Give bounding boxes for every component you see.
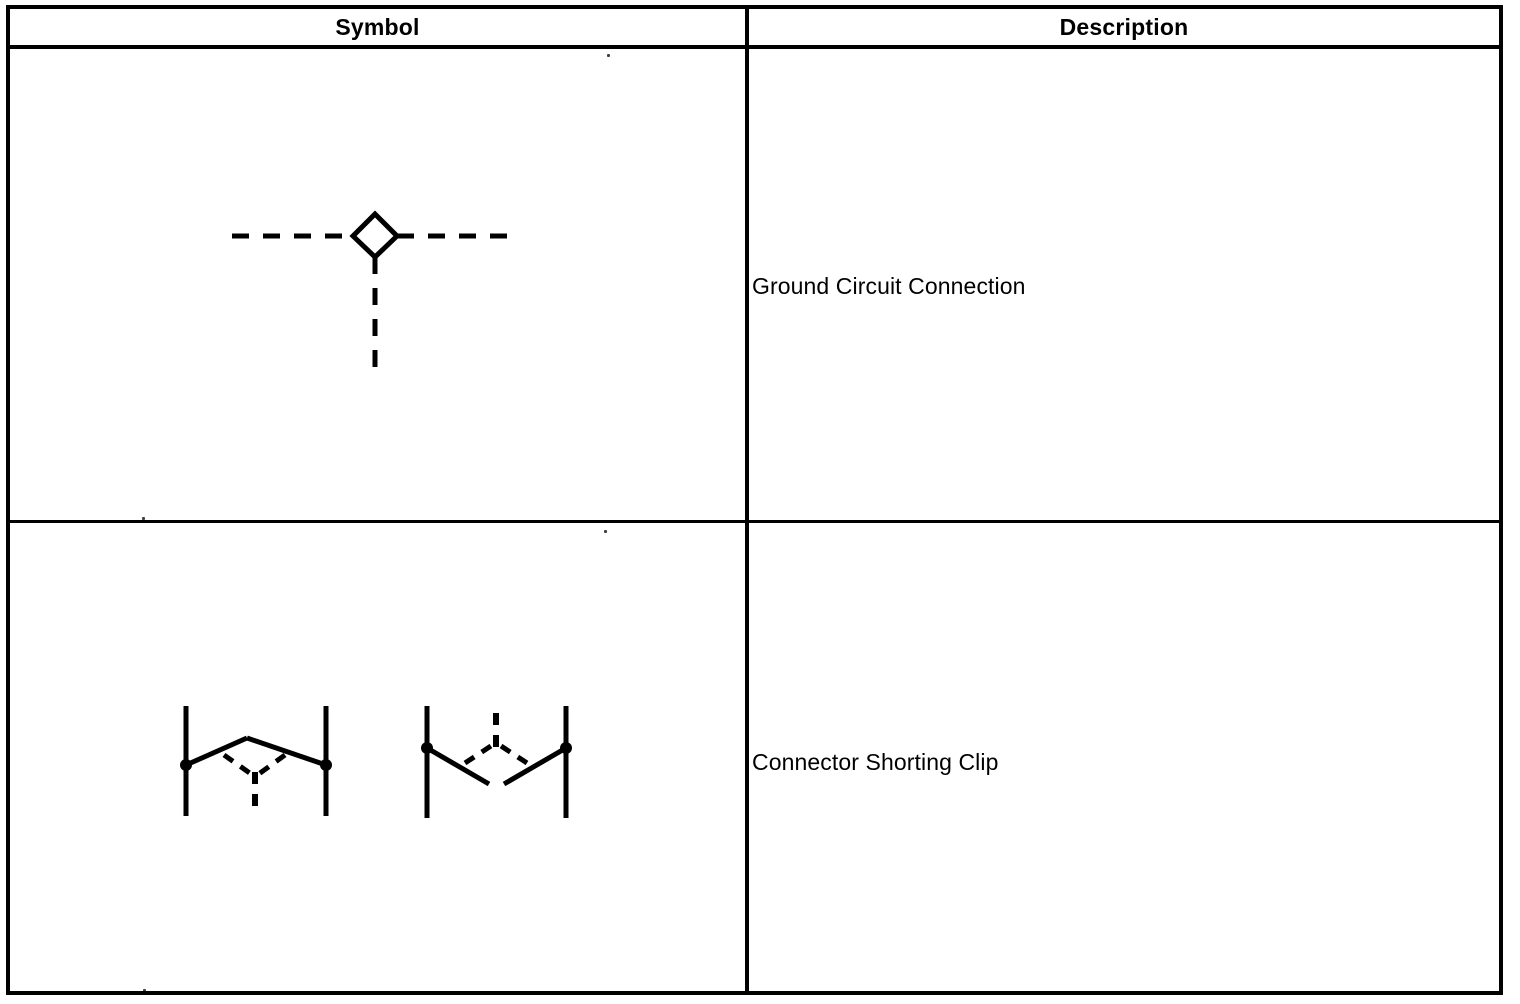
scan-speck — [604, 530, 607, 533]
column-divider — [745, 5, 749, 995]
column-header-symbol: Symbol — [335, 14, 420, 40]
column-header-description: Description — [1059, 14, 1189, 40]
symbol-legend-table — [6, 5, 1503, 995]
row-separator — [6, 520, 1503, 523]
scan-speck — [143, 989, 146, 992]
row-description-connector-shorting-clip: Connector Shorting Clip — [752, 749, 999, 775]
scan-speck — [142, 517, 145, 520]
header-separator — [6, 45, 1503, 49]
scan-speck — [607, 54, 610, 57]
row-description-ground-circuit-connection: Ground Circuit Connection — [752, 273, 1026, 299]
